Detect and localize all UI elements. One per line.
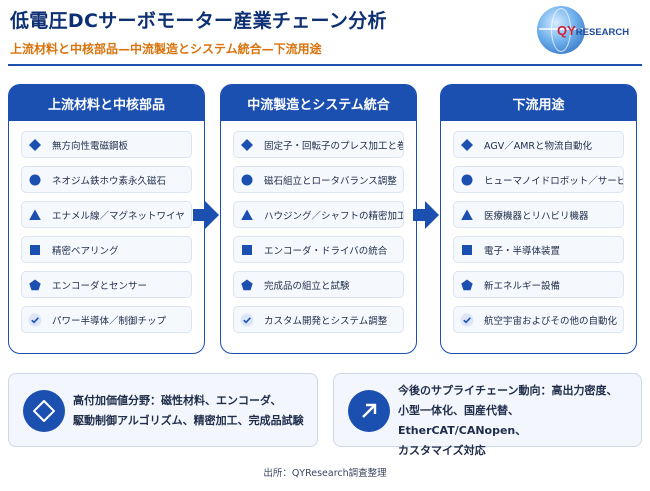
list-item-label: 電子・半導体装置 xyxy=(484,245,561,257)
trend-line: 小型一体化、国産代替、EtherCAT/CANopen、 xyxy=(398,404,527,437)
logo-text: QYRESEARCH xyxy=(557,23,629,38)
logo-rest: RESEARCH xyxy=(575,27,630,38)
qyresearch-logo: QYRESEARCH xyxy=(537,6,647,56)
list-item-label: 精密ベアリング xyxy=(52,245,119,257)
triangle-icon xyxy=(460,208,474,222)
list-item-label: ネオジム鉄ホウ素永久磁石 xyxy=(52,175,167,187)
list-item: 磁石組立とロータバランス調整 xyxy=(233,166,404,193)
list-item-label: エンコーダとセンサー xyxy=(52,280,148,292)
list-item: エンコーダ・ドライバの統合 xyxy=(233,236,404,263)
check-icon xyxy=(28,313,42,327)
list-item: 医療機器とリハビリ機器 xyxy=(453,201,624,228)
list-item-label: ハウジング／シャフトの精密加工 xyxy=(264,210,404,222)
square-icon xyxy=(460,243,474,257)
high-value-line: 駆動制御アルゴリズム、精密加工、完成品試験 xyxy=(73,414,304,427)
list-item: 新エネルギー設備 xyxy=(453,271,624,298)
diamond-icon xyxy=(460,138,474,152)
column-title: 中流製造とシステム統合 xyxy=(221,85,416,121)
list-item: 無方向性電磁鋼板 xyxy=(21,131,192,158)
square-icon xyxy=(28,243,42,257)
column-list: 無方向性電磁鋼板ネオジム鉄ホウ素永久磁石エナメル線／マグネットワイヤ精密ベアリン… xyxy=(9,121,204,333)
check-icon xyxy=(240,313,254,327)
source-note: 出所：QYResearch調査整理 xyxy=(263,468,387,479)
circle-icon xyxy=(460,173,474,187)
list-item: パワー半導体／制御チップ xyxy=(21,306,192,333)
triangle-icon xyxy=(28,208,42,222)
list-item: 固定子・回転子のプレス加工と巻線 xyxy=(233,131,404,158)
column-list: 固定子・回転子のプレス加工と巻線磁石組立とロータバランス調整ハウジング／シャフト… xyxy=(221,121,416,333)
globe-icon xyxy=(537,6,585,54)
circle-icon xyxy=(28,173,42,187)
logo-brand: QY xyxy=(557,23,576,38)
page-title: 低電圧DCサーボモーター産業チェーン分析 xyxy=(10,10,387,32)
list-item-label: エンコーダ・ドライバの統合 xyxy=(264,245,388,257)
high-value-box: 高付加価値分野：磁性材料、エンコーダ、 駆動制御アルゴリズム、精密加工、完成品試… xyxy=(8,373,318,447)
check-icon xyxy=(460,313,474,327)
diamond-outline-icon xyxy=(23,390,65,432)
list-item-label: 航空宇宙およびその他の自動化 xyxy=(484,315,618,327)
list-item: カスタム開発とシステム調整 xyxy=(233,306,404,333)
list-item-label: パワー半導体／制御チップ xyxy=(52,315,167,327)
list-item: AGV／AMRと物流自動化 xyxy=(453,131,624,158)
high-value-line: 高付加価値分野：磁性材料、エンコーダ、 xyxy=(73,394,282,407)
diamond-icon xyxy=(240,138,254,152)
square-icon xyxy=(240,243,254,257)
list-item-label: 完成品の組立と試験 xyxy=(264,280,350,292)
list-item-label: 磁石組立とロータバランス調整 xyxy=(264,175,397,187)
column-list: AGV／AMRと物流自動化ヒューマノイドロボット／サービスロボット医療機器とリハ… xyxy=(441,121,636,333)
list-item: 完成品の組立と試験 xyxy=(233,271,404,298)
header-divider xyxy=(8,64,642,66)
trend-line: カスタマイズ対応 xyxy=(398,444,486,457)
list-item: ハウジング／シャフトの精密加工 xyxy=(233,201,404,228)
trend-box: 今後のサプライチェーン動向：高出力密度、 小型一体化、国産代替、EtherCAT… xyxy=(333,373,642,457)
list-item: 精密ベアリング xyxy=(21,236,192,263)
list-item: 航空宇宙およびその他の自動化 xyxy=(453,306,624,333)
list-item-label: カスタム開発とシステム調整 xyxy=(264,315,388,327)
flow-arrow-icon xyxy=(193,201,219,229)
list-item-label: AGV／AMRと物流自動化 xyxy=(484,140,592,152)
list-item: ヒューマノイドロボット／サービスロボット xyxy=(453,166,624,193)
list-item-label: 固定子・回転子のプレス加工と巻線 xyxy=(264,140,404,152)
column-upstream: 上流材料と中核部品 無方向性電磁鋼板ネオジム鉄ホウ素永久磁石エナメル線／マグネッ… xyxy=(8,84,205,354)
column-title: 上流材料と中核部品 xyxy=(9,85,204,121)
list-item-label: 新エネルギー設備 xyxy=(484,280,561,292)
column-midstream: 中流製造とシステム統合 固定子・回転子のプレス加工と巻線磁石組立とロータバランス… xyxy=(220,84,417,354)
pentagon-icon xyxy=(240,278,254,292)
list-item: エナメル線／マグネットワイヤ xyxy=(21,201,192,228)
pentagon-icon xyxy=(28,278,42,292)
trend-text: 今後のサプライチェーン動向：高出力密度、 小型一体化、国産代替、EtherCAT… xyxy=(398,381,641,461)
page-subtitle: 上流材料と中核部品—中流製造とシステム統合—下流用途 xyxy=(10,42,322,56)
list-item-label: 医療機器とリハビリ機器 xyxy=(484,210,589,222)
high-value-text: 高付加価値分野：磁性材料、エンコーダ、 駆動制御アルゴリズム、精密加工、完成品試… xyxy=(73,391,304,431)
list-item: エンコーダとセンサー xyxy=(21,271,192,298)
triangle-icon xyxy=(240,208,254,222)
diamond-icon xyxy=(28,138,42,152)
column-downstream: 下流用途 AGV／AMRと物流自動化ヒューマノイドロボット／サービスロボット医療… xyxy=(440,84,637,354)
pentagon-icon xyxy=(460,278,474,292)
column-title: 下流用途 xyxy=(441,85,636,121)
list-item: 電子・半導体装置 xyxy=(453,236,624,263)
trend-line: 今後のサプライチェーン動向：高出力密度、 xyxy=(398,384,618,397)
list-item-label: 無方向性電磁鋼板 xyxy=(52,140,129,152)
list-item-label: エナメル線／マグネットワイヤ xyxy=(52,210,185,222)
flow-arrow-icon xyxy=(413,201,439,229)
list-item: ネオジム鉄ホウ素永久磁石 xyxy=(21,166,192,193)
list-item-label: ヒューマノイドロボット／サービスロボット xyxy=(484,175,624,187)
circle-icon xyxy=(240,173,254,187)
trend-arrow-icon xyxy=(348,390,390,432)
